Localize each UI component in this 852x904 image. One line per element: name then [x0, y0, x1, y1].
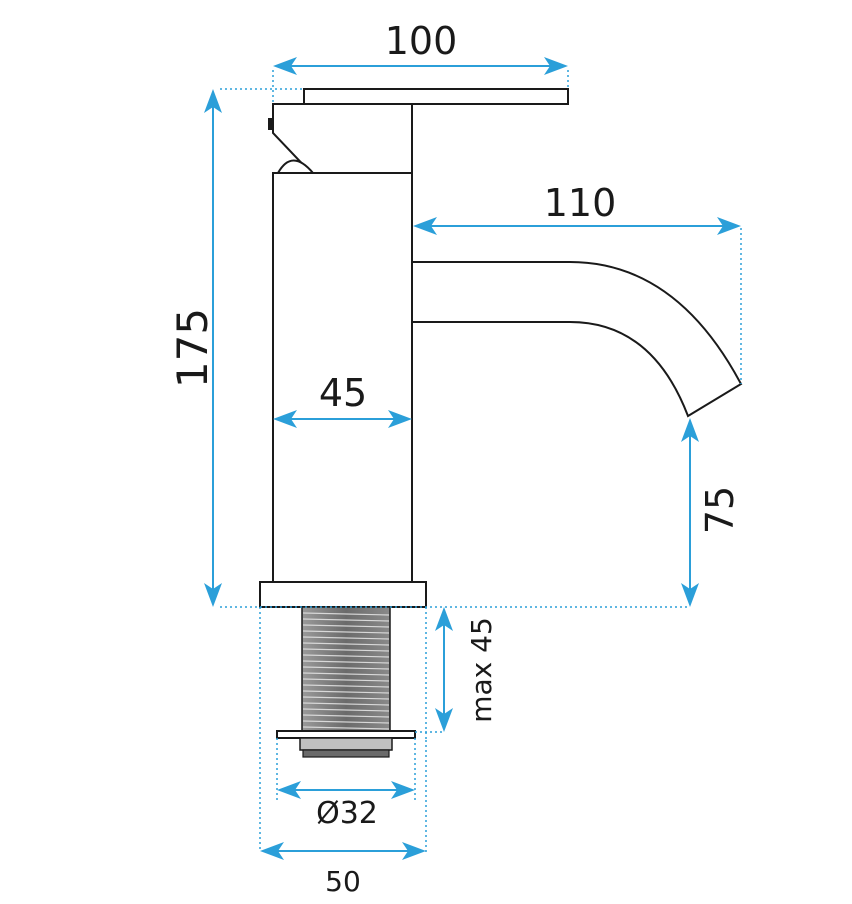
- dimension-width-top-arrow-start: [273, 57, 297, 75]
- faucet-body: [272, 172, 413, 583]
- dimension-body-width-arrow-start: [273, 410, 297, 428]
- nut-bottom: [302, 749, 390, 758]
- dimension-label-thread-diameter: Ø32: [316, 796, 378, 831]
- dimension-label-width-top: 100: [385, 19, 458, 63]
- extension-lines: [220, 70, 742, 852]
- handle-lever: [303, 88, 569, 105]
- dimension-thread-diameter-arrow-start: [277, 781, 301, 799]
- dimension-spout-reach-arrow-end: [717, 217, 741, 235]
- dimension-total-height-arrow-end: [204, 583, 222, 607]
- dimension-spout-height-arrow-end: [681, 583, 699, 607]
- dimension-body-width-arrow-end: [388, 410, 412, 428]
- mounting-plate: [276, 730, 416, 739]
- base-flange: [259, 581, 427, 608]
- dimension-label-spout-reach: 110: [544, 181, 617, 225]
- dimension-thread-diameter-arrow-end: [391, 781, 415, 799]
- dimension-label-body-width: 45: [319, 371, 367, 415]
- mounting-nut: [299, 737, 393, 751]
- dimension-lines: [204, 57, 741, 860]
- dimension-max-thickness-arrow-start: [435, 607, 453, 631]
- dimension-label-max-thickness: max 45: [465, 617, 498, 723]
- dimension-base-width-arrow-end: [402, 842, 426, 860]
- faucet-outline: [259, 88, 743, 758]
- dimension-label-spout-height: 75: [698, 486, 742, 534]
- dimension-base-width-arrow-start: [260, 842, 284, 860]
- dimension-width-top-arrow-end: [544, 57, 568, 75]
- dimension-spout-height-arrow-start: [681, 418, 699, 442]
- dimension-max-thickness-arrow-end: [435, 708, 453, 732]
- handle-knob: [268, 118, 274, 130]
- faucet-spout: [411, 261, 743, 418]
- dimension-spout-reach-arrow-start: [413, 217, 437, 235]
- threaded-shank: [301, 606, 391, 733]
- dimension-label-base-width: 50: [325, 865, 361, 898]
- dimension-total-height-arrow-start: [204, 89, 222, 113]
- dimension-label-total-height: 175: [168, 308, 217, 388]
